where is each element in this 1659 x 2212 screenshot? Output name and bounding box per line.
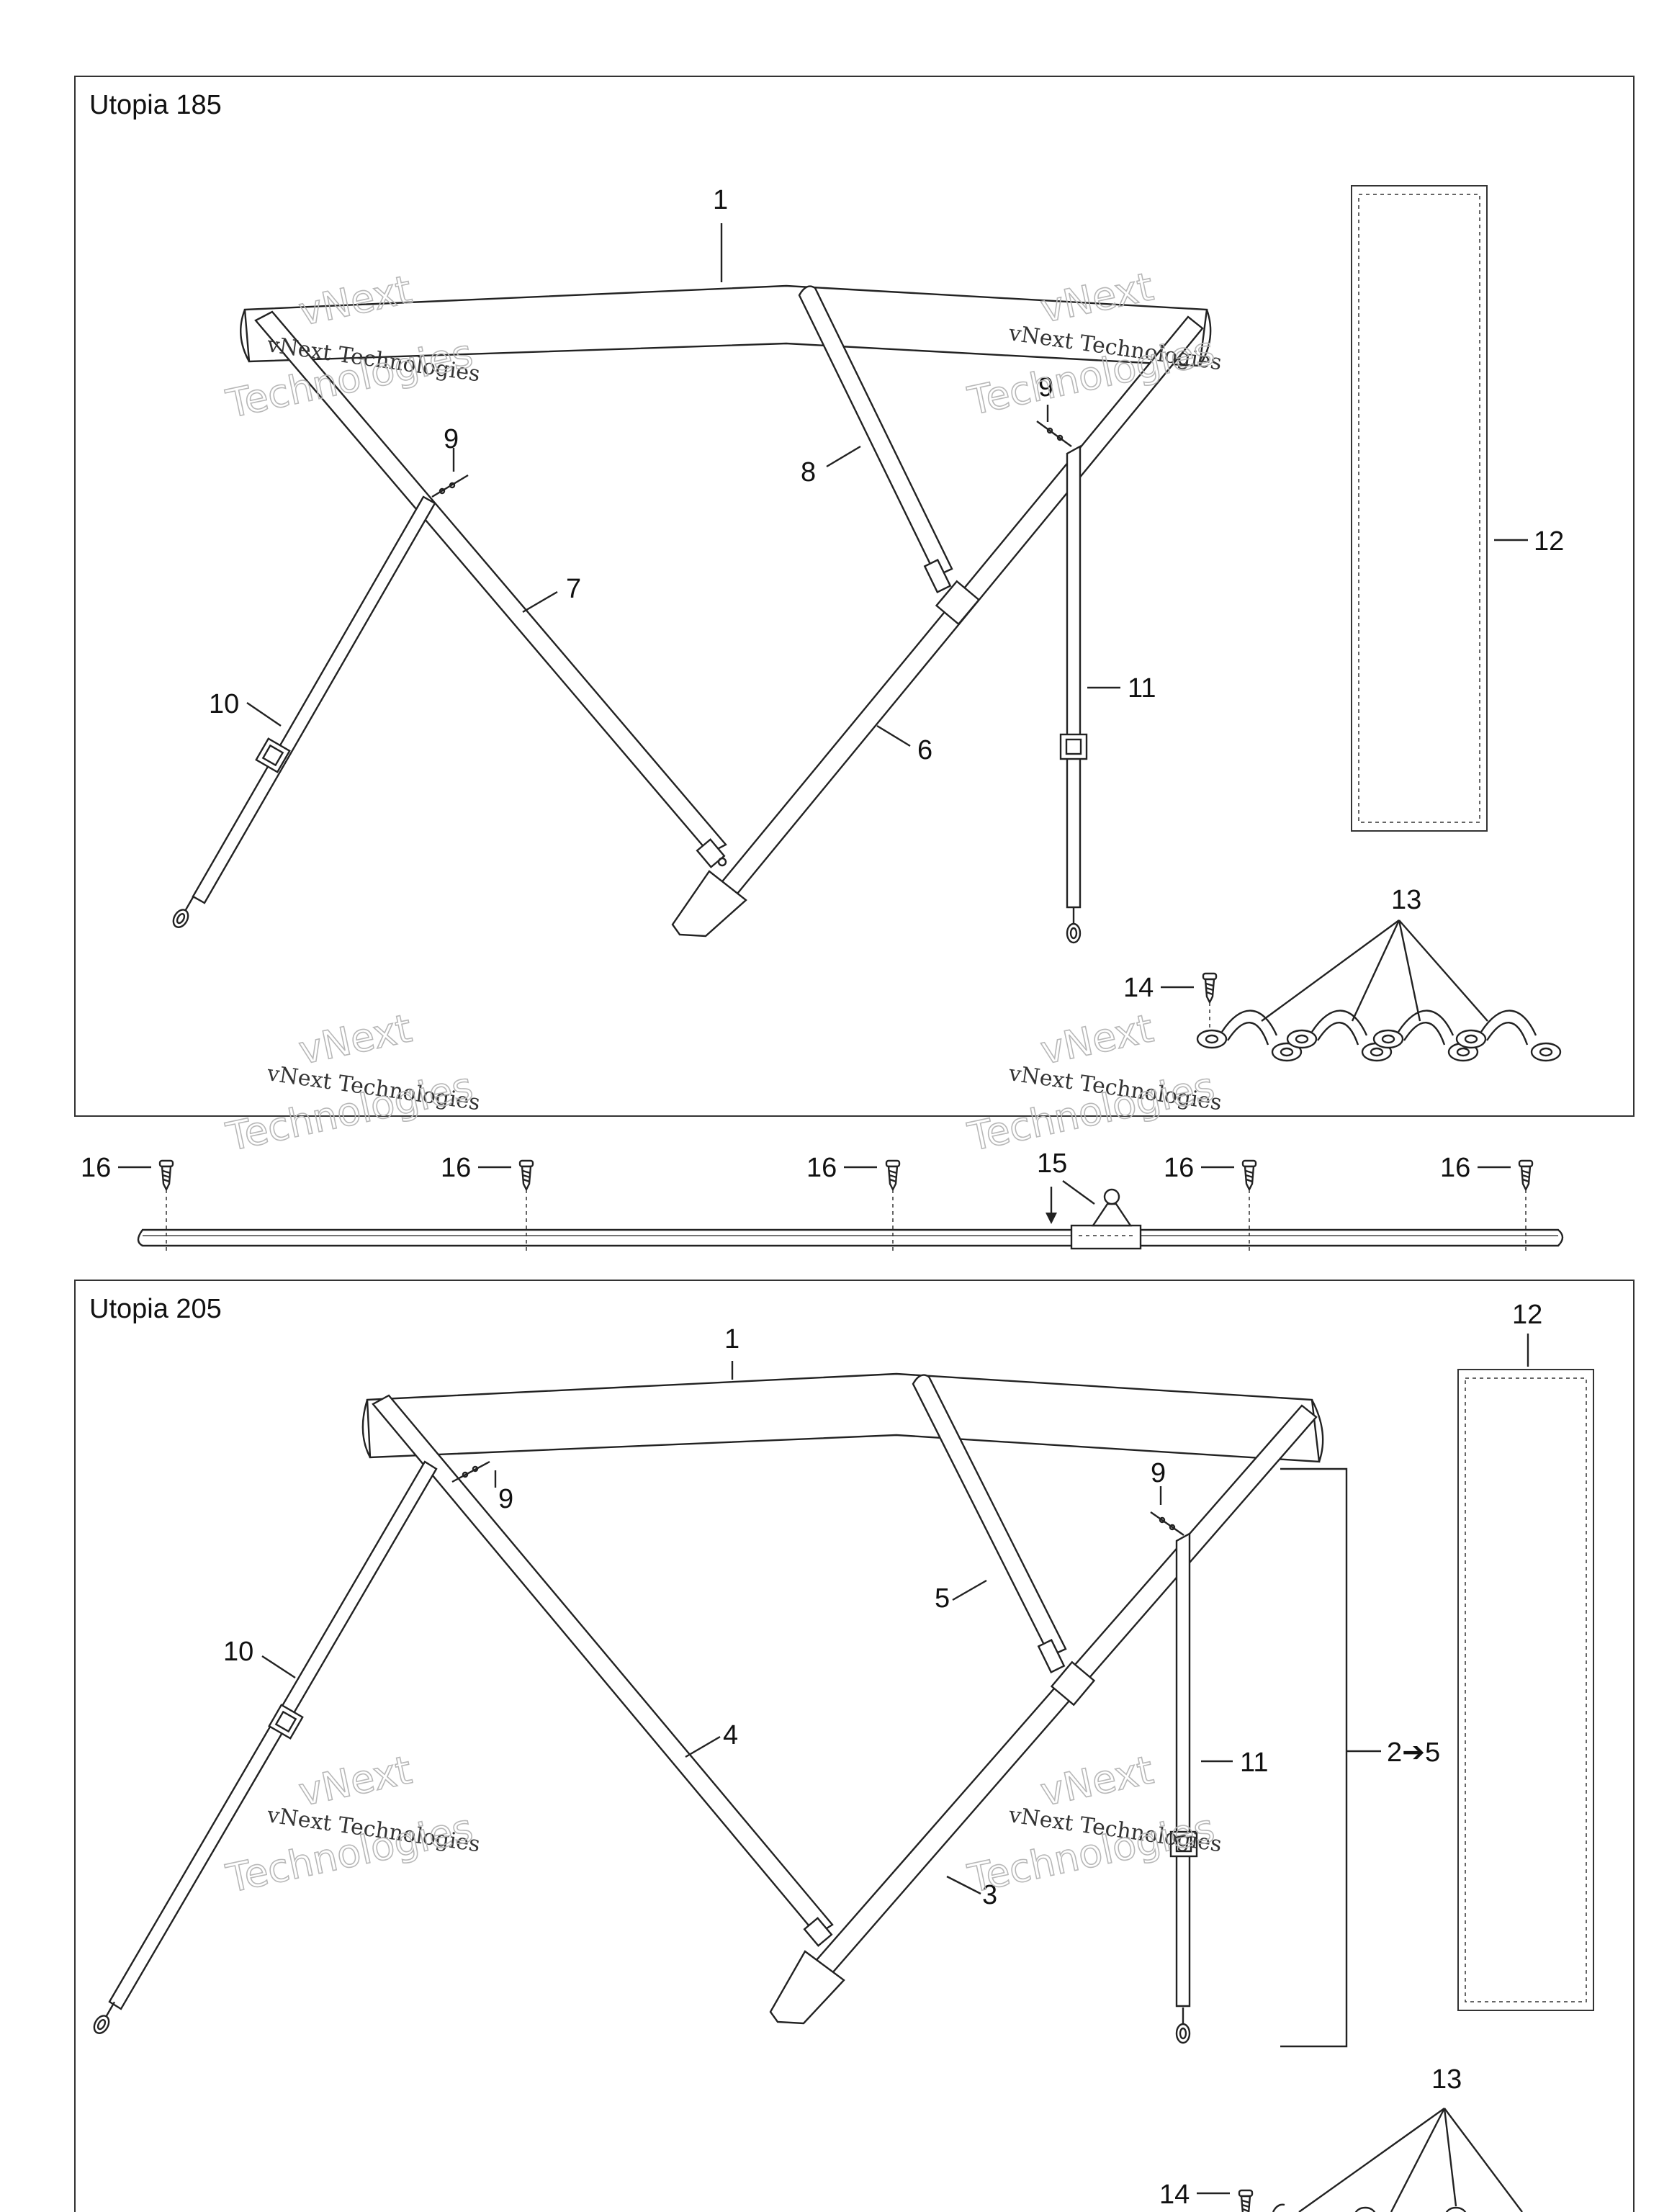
panel-utopia-185: Utopia 185 <box>74 76 1635 1117</box>
label-1: 1 <box>713 185 728 215</box>
panel-title-bottom: Utopia 205 <box>89 1294 222 1324</box>
pin-9a <box>431 474 469 498</box>
panel-utopia-205: Utopia 205 <box>74 1280 1635 2212</box>
svg-text:vNext: vNext <box>1037 1005 1157 1073</box>
leader-lines-top <box>246 223 1528 1022</box>
label-16b: 16 <box>441 1153 471 1183</box>
bow-3-foot <box>769 1950 845 2025</box>
label-8: 8 <box>801 457 816 487</box>
label-14: 14 <box>1123 973 1154 1003</box>
label-9d: 9 <box>1151 1458 1166 1488</box>
pin-9b <box>1036 421 1072 447</box>
strap-clips-13-bottom <box>1272 2203 1467 2212</box>
label-12: 12 <box>1534 526 1564 557</box>
label-12-bottom: 12 <box>1512 1300 1542 1330</box>
support-arm-8 <box>798 285 953 577</box>
label-11: 11 <box>1128 673 1156 703</box>
label-13-bottom: 13 <box>1431 2064 1462 2095</box>
svg-text:vNext: vNext <box>295 1005 415 1073</box>
screw-16d <box>1241 1159 1257 1191</box>
rail-bar <box>137 1228 1564 1247</box>
bimini-canopy-bottom <box>366 1372 1321 1463</box>
label-9c: 9 <box>498 1484 513 1514</box>
screw-16b <box>518 1159 534 1191</box>
label-5: 5 <box>935 1583 950 1614</box>
label-3: 3 <box>982 1880 997 1910</box>
label-14-bottom: 14 <box>1159 2180 1190 2210</box>
screw-14-bottom <box>1238 2189 1254 2212</box>
label-16e: 16 <box>1440 1153 1470 1183</box>
label-11-bottom: 11 <box>1240 1748 1268 1778</box>
label-9a: 9 <box>444 424 459 454</box>
panel-frame-top <box>74 76 1635 1117</box>
strap-10-bottom <box>108 1460 438 2010</box>
bow-7 <box>254 310 727 855</box>
support-arm-5 <box>912 1374 1067 1658</box>
label-16c: 16 <box>806 1153 837 1183</box>
label-9b: 9 <box>1038 372 1053 403</box>
leader-lines-bottom <box>261 1334 1529 2212</box>
strap-11 <box>1066 444 1082 909</box>
screw-16c <box>885 1159 901 1191</box>
bow-4 <box>372 1394 834 1936</box>
label-16a: 16 <box>81 1153 111 1183</box>
label-6: 6 <box>917 735 932 765</box>
mounting-rail: 16 16 16 16 16 15 <box>81 1148 1564 1254</box>
range-bracket <box>1280 1467 1348 2048</box>
label-13: 13 <box>1391 885 1421 915</box>
screw-16e <box>1518 1159 1534 1191</box>
label-10-bottom: 10 <box>223 1637 253 1667</box>
strap-clips-13 <box>1196 1010 1562 1062</box>
svg-text:vNext: vNext <box>295 1747 415 1815</box>
svg-text:vNext: vNext <box>1037 1747 1157 1815</box>
screw-14 <box>1202 972 1218 1004</box>
storage-boot-12 <box>1351 185 1488 832</box>
label-range: 2➔5 <box>1387 1737 1440 1768</box>
storage-boot-12-bottom <box>1457 1369 1594 2011</box>
track-slide-15 <box>1070 1224 1142 1250</box>
panel-frame-bottom <box>74 1280 1635 2212</box>
screw-16a <box>158 1159 174 1191</box>
label-1-bottom: 1 <box>724 1324 739 1354</box>
bow-6-foot <box>671 870 747 938</box>
label-16d: 16 <box>1164 1153 1194 1183</box>
label-10: 10 <box>209 689 239 719</box>
label-7: 7 <box>566 574 581 604</box>
pin-9d <box>1150 1511 1184 1536</box>
panel-title-top: Utopia 185 <box>89 90 222 120</box>
label-15: 15 <box>1037 1148 1067 1179</box>
strap-11-bottom <box>1175 1532 1191 2008</box>
label-4: 4 <box>723 1720 738 1750</box>
pin-9c <box>451 1460 490 1483</box>
